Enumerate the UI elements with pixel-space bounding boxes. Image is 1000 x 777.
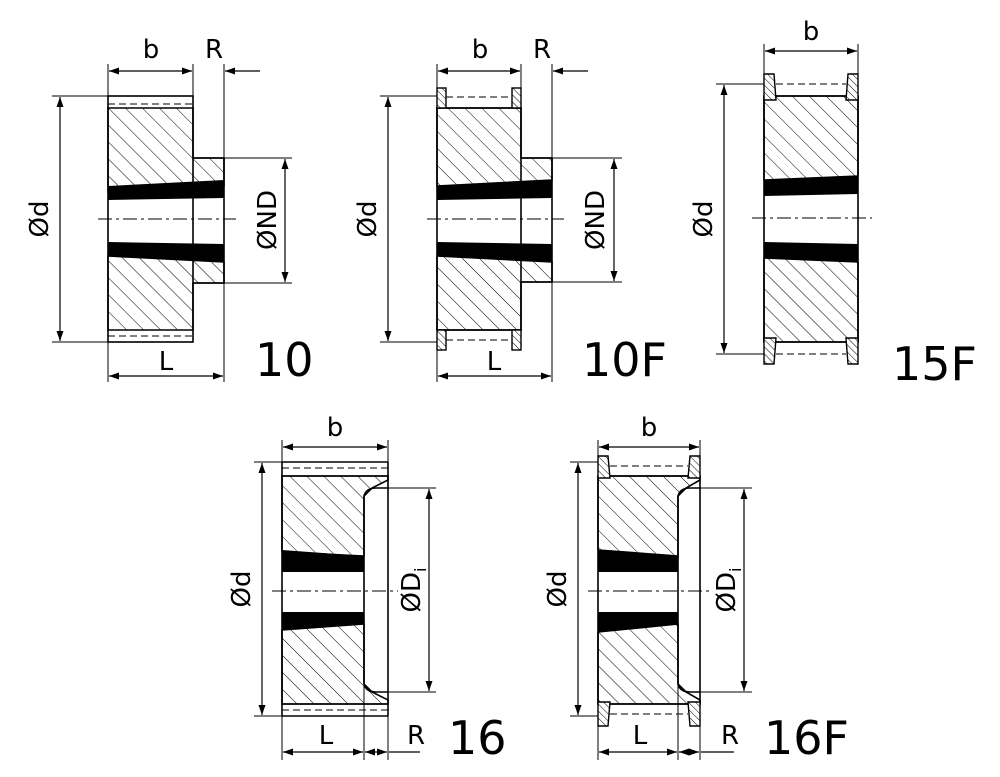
flange-bottom-right xyxy=(511,329,522,351)
flange-top-right xyxy=(845,73,859,101)
flange-top-right xyxy=(687,455,701,479)
flange-top-right xyxy=(511,87,522,109)
diameter-nd-label: ØND xyxy=(581,190,611,250)
pulley-10F: Ød ØND b R L 10F xyxy=(353,35,667,387)
flange-bottom-right xyxy=(845,337,859,365)
width-b-label: b xyxy=(641,413,658,443)
variant-label-16: 16 xyxy=(448,711,507,765)
variant-label-16F: 16F xyxy=(764,711,849,765)
flange-bottom-left xyxy=(597,701,611,727)
radius-r-label: R xyxy=(721,721,739,751)
variant-label-10: 10 xyxy=(255,333,314,387)
radius-r-label: R xyxy=(205,35,223,65)
flange-top-left xyxy=(763,73,777,101)
radius-r-label: R xyxy=(533,35,551,65)
variant-label-15F: 15F xyxy=(892,337,977,391)
body-lower xyxy=(763,257,859,343)
width-b-label: b xyxy=(472,35,489,65)
pulley-10: Ød ØND b R L 10 xyxy=(25,35,314,387)
body-upper xyxy=(763,95,859,181)
flange-top-left xyxy=(436,87,447,109)
body-lower xyxy=(107,255,225,331)
flange-bottom-left xyxy=(436,329,447,351)
flange-bottom-left xyxy=(763,337,777,365)
taper-lower xyxy=(108,242,224,262)
diameter-d-label: Ød xyxy=(543,571,573,608)
diameter-d-label: Ød xyxy=(353,201,383,238)
pulley-16: Ød ØDi b L R 16 xyxy=(227,413,507,765)
flange-bottom-right xyxy=(687,701,701,727)
flange-top-left xyxy=(597,455,611,479)
variant-label-10F: 10F xyxy=(582,333,667,387)
length-l-label: L xyxy=(159,347,174,377)
diameter-di-label: ØDi xyxy=(397,568,430,613)
length-l-label: L xyxy=(487,347,502,377)
diameter-d-label: Ød xyxy=(25,201,55,238)
pulley-16F: Ød ØDi b L R 16F xyxy=(543,413,849,765)
diameter-nd-label: ØND xyxy=(253,190,283,250)
diameter-d-label: Ød xyxy=(689,201,719,238)
body-upper xyxy=(107,107,225,193)
width-b-label: b xyxy=(327,413,344,443)
length-l-label: L xyxy=(633,721,648,751)
body-upper xyxy=(436,107,553,187)
pulley-15F: Ød b 15F xyxy=(689,17,977,391)
length-l-label: L xyxy=(319,721,334,751)
width-b-label: b xyxy=(803,17,820,47)
diameter-d-label: Ød xyxy=(227,571,257,608)
taper-upper xyxy=(108,180,224,200)
radius-r-label: R xyxy=(407,721,425,751)
diameter-di-label: ØDi xyxy=(712,568,745,613)
width-b-label: b xyxy=(143,35,160,65)
body-lower xyxy=(436,255,553,331)
